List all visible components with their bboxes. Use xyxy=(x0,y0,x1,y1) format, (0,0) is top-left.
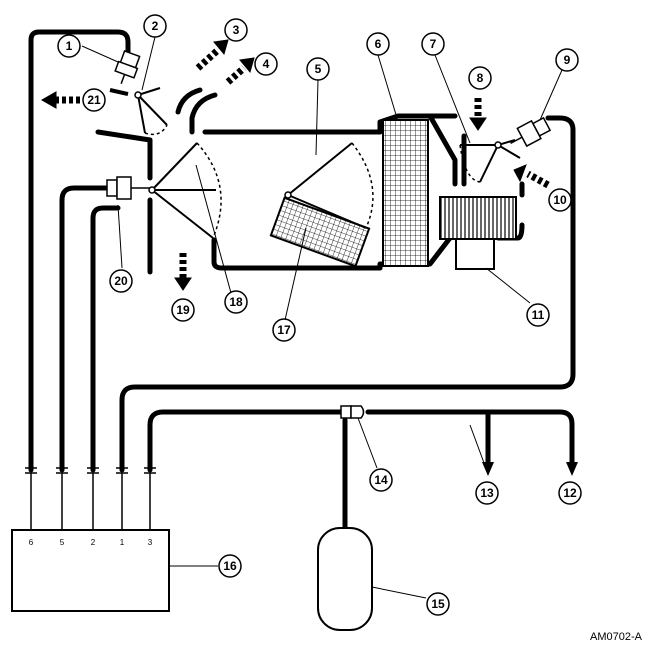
evaporator-core xyxy=(382,119,429,267)
port-label-3: 3 xyxy=(148,538,153,547)
airflow-arrow-19 xyxy=(174,253,192,291)
callout-14: 14 xyxy=(369,468,393,492)
port-label-1: 1 xyxy=(120,538,125,547)
svg-text:6: 6 xyxy=(375,37,382,51)
blower-wheel xyxy=(439,196,517,240)
vacuum-reservoir xyxy=(317,527,373,631)
callout-17: 17 xyxy=(272,318,296,342)
callout-5: 5 xyxy=(306,57,330,81)
svg-text:3: 3 xyxy=(233,23,240,37)
supply-line xyxy=(365,409,575,465)
port-label-2: 2 xyxy=(91,538,96,547)
airflow-arrow-3 xyxy=(195,39,229,71)
svg-text:17: 17 xyxy=(277,323,291,337)
svg-text:9: 9 xyxy=(564,53,571,67)
callout-10: 10 xyxy=(548,188,572,212)
svg-text:8: 8 xyxy=(477,71,484,85)
airflow-arrow-8 xyxy=(469,98,487,131)
port-label-6: 6 xyxy=(29,538,34,547)
heater-core xyxy=(269,196,371,268)
svg-text:13: 13 xyxy=(480,486,494,500)
mode-door xyxy=(148,142,222,239)
hose-port-5 xyxy=(59,185,111,473)
callouts: 1 2 3 4 5 6 7 8 9 10 11 12 13 14 15 16 1… xyxy=(57,14,582,616)
callout-9: 9 xyxy=(555,48,579,72)
callout-18: 18 xyxy=(224,290,248,314)
svg-text:5: 5 xyxy=(315,62,322,76)
callout-3: 3 xyxy=(224,18,248,42)
callout-1: 1 xyxy=(57,34,81,58)
svg-text:21: 21 xyxy=(87,93,101,107)
svg-text:20: 20 xyxy=(114,274,128,288)
svg-text:10: 10 xyxy=(553,193,567,207)
svg-text:19: 19 xyxy=(176,303,190,317)
control-port-connectors xyxy=(25,467,156,530)
vacuum-hoses xyxy=(28,29,576,531)
actuator-9 xyxy=(510,116,552,148)
svg-text:16: 16 xyxy=(223,559,237,573)
check-valve xyxy=(340,405,365,419)
control-assembly xyxy=(11,529,170,612)
doors xyxy=(109,87,521,239)
callout-16: 16 xyxy=(218,554,242,578)
svg-text:2: 2 xyxy=(152,19,159,33)
line-arrows xyxy=(482,462,578,476)
callout-19: 19 xyxy=(171,298,195,322)
airflow-arrow-4 xyxy=(225,57,255,85)
leader-lines xyxy=(81,36,563,599)
actuator-20 xyxy=(106,176,150,200)
callout-8: 8 xyxy=(468,66,492,90)
figure-id: AM0702-A xyxy=(590,631,642,643)
callout-15: 15 xyxy=(426,592,450,616)
callout-7: 7 xyxy=(421,32,445,56)
callout-12: 12 xyxy=(558,481,582,505)
svg-text:12: 12 xyxy=(563,486,577,500)
airflow-arrow-10 xyxy=(513,164,550,189)
hose-port-1 xyxy=(119,115,576,473)
actuator-1 xyxy=(114,50,141,85)
callout-13: 13 xyxy=(475,481,499,505)
recirc-door xyxy=(459,139,521,183)
defrost-door xyxy=(109,87,168,136)
svg-text:1: 1 xyxy=(66,39,73,53)
hose-port-2 xyxy=(90,205,121,473)
callout-20: 20 xyxy=(109,269,133,293)
hose-port-3 xyxy=(147,409,343,473)
svg-text:7: 7 xyxy=(430,37,437,51)
svg-text:18: 18 xyxy=(229,295,243,309)
actuators xyxy=(106,50,552,200)
blower-motor xyxy=(455,238,495,270)
callout-11: 11 xyxy=(526,303,550,327)
callout-2: 2 xyxy=(143,14,167,38)
svg-text:4: 4 xyxy=(263,57,270,71)
hose-port-6 xyxy=(28,29,131,473)
callout-4: 4 xyxy=(254,52,278,76)
callout-6: 6 xyxy=(366,32,390,56)
svg-text:15: 15 xyxy=(431,597,445,611)
airflow-arrow-21 xyxy=(40,91,80,109)
svg-text:14: 14 xyxy=(374,473,388,487)
port-label-5: 5 xyxy=(60,538,65,547)
svg-text:11: 11 xyxy=(532,308,545,322)
blend-door xyxy=(284,142,374,229)
callout-21: 21 xyxy=(82,88,106,112)
airflow-arrows xyxy=(40,39,550,291)
